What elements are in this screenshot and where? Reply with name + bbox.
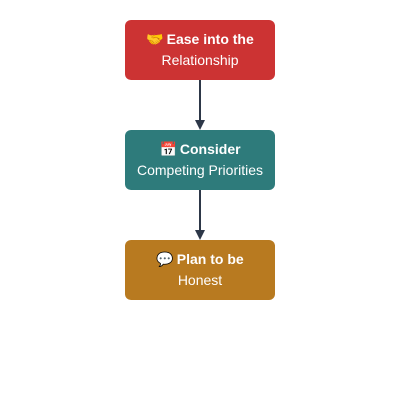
node-title: 🤝Ease into the — [146, 29, 254, 50]
node-title: 📅Consider — [159, 139, 240, 160]
node-plan-honest[interactable]: 💬Plan to be Honest — [125, 240, 275, 300]
speech-bubble-icon: 💬 — [156, 251, 174, 267]
node-title-text: Ease into the — [166, 31, 254, 47]
node-subtitle: Honest — [177, 272, 223, 288]
node-subtitle: Competing Priorities — [136, 162, 264, 178]
node-consider-priorities[interactable]: 📅Consider Competing Priorities — [125, 130, 275, 190]
node-title: 💬Plan to be — [156, 249, 243, 270]
node-ease-into-relationship[interactable]: 🤝Ease into the Relationship — [125, 20, 275, 80]
node-title-text: Plan to be — [176, 251, 244, 267]
node-subtitle: Relationship — [161, 52, 239, 68]
handshake-icon: 🤝 — [146, 31, 164, 47]
node-title-text: Consider — [179, 141, 241, 157]
calendar-icon: 📅 — [159, 141, 177, 157]
